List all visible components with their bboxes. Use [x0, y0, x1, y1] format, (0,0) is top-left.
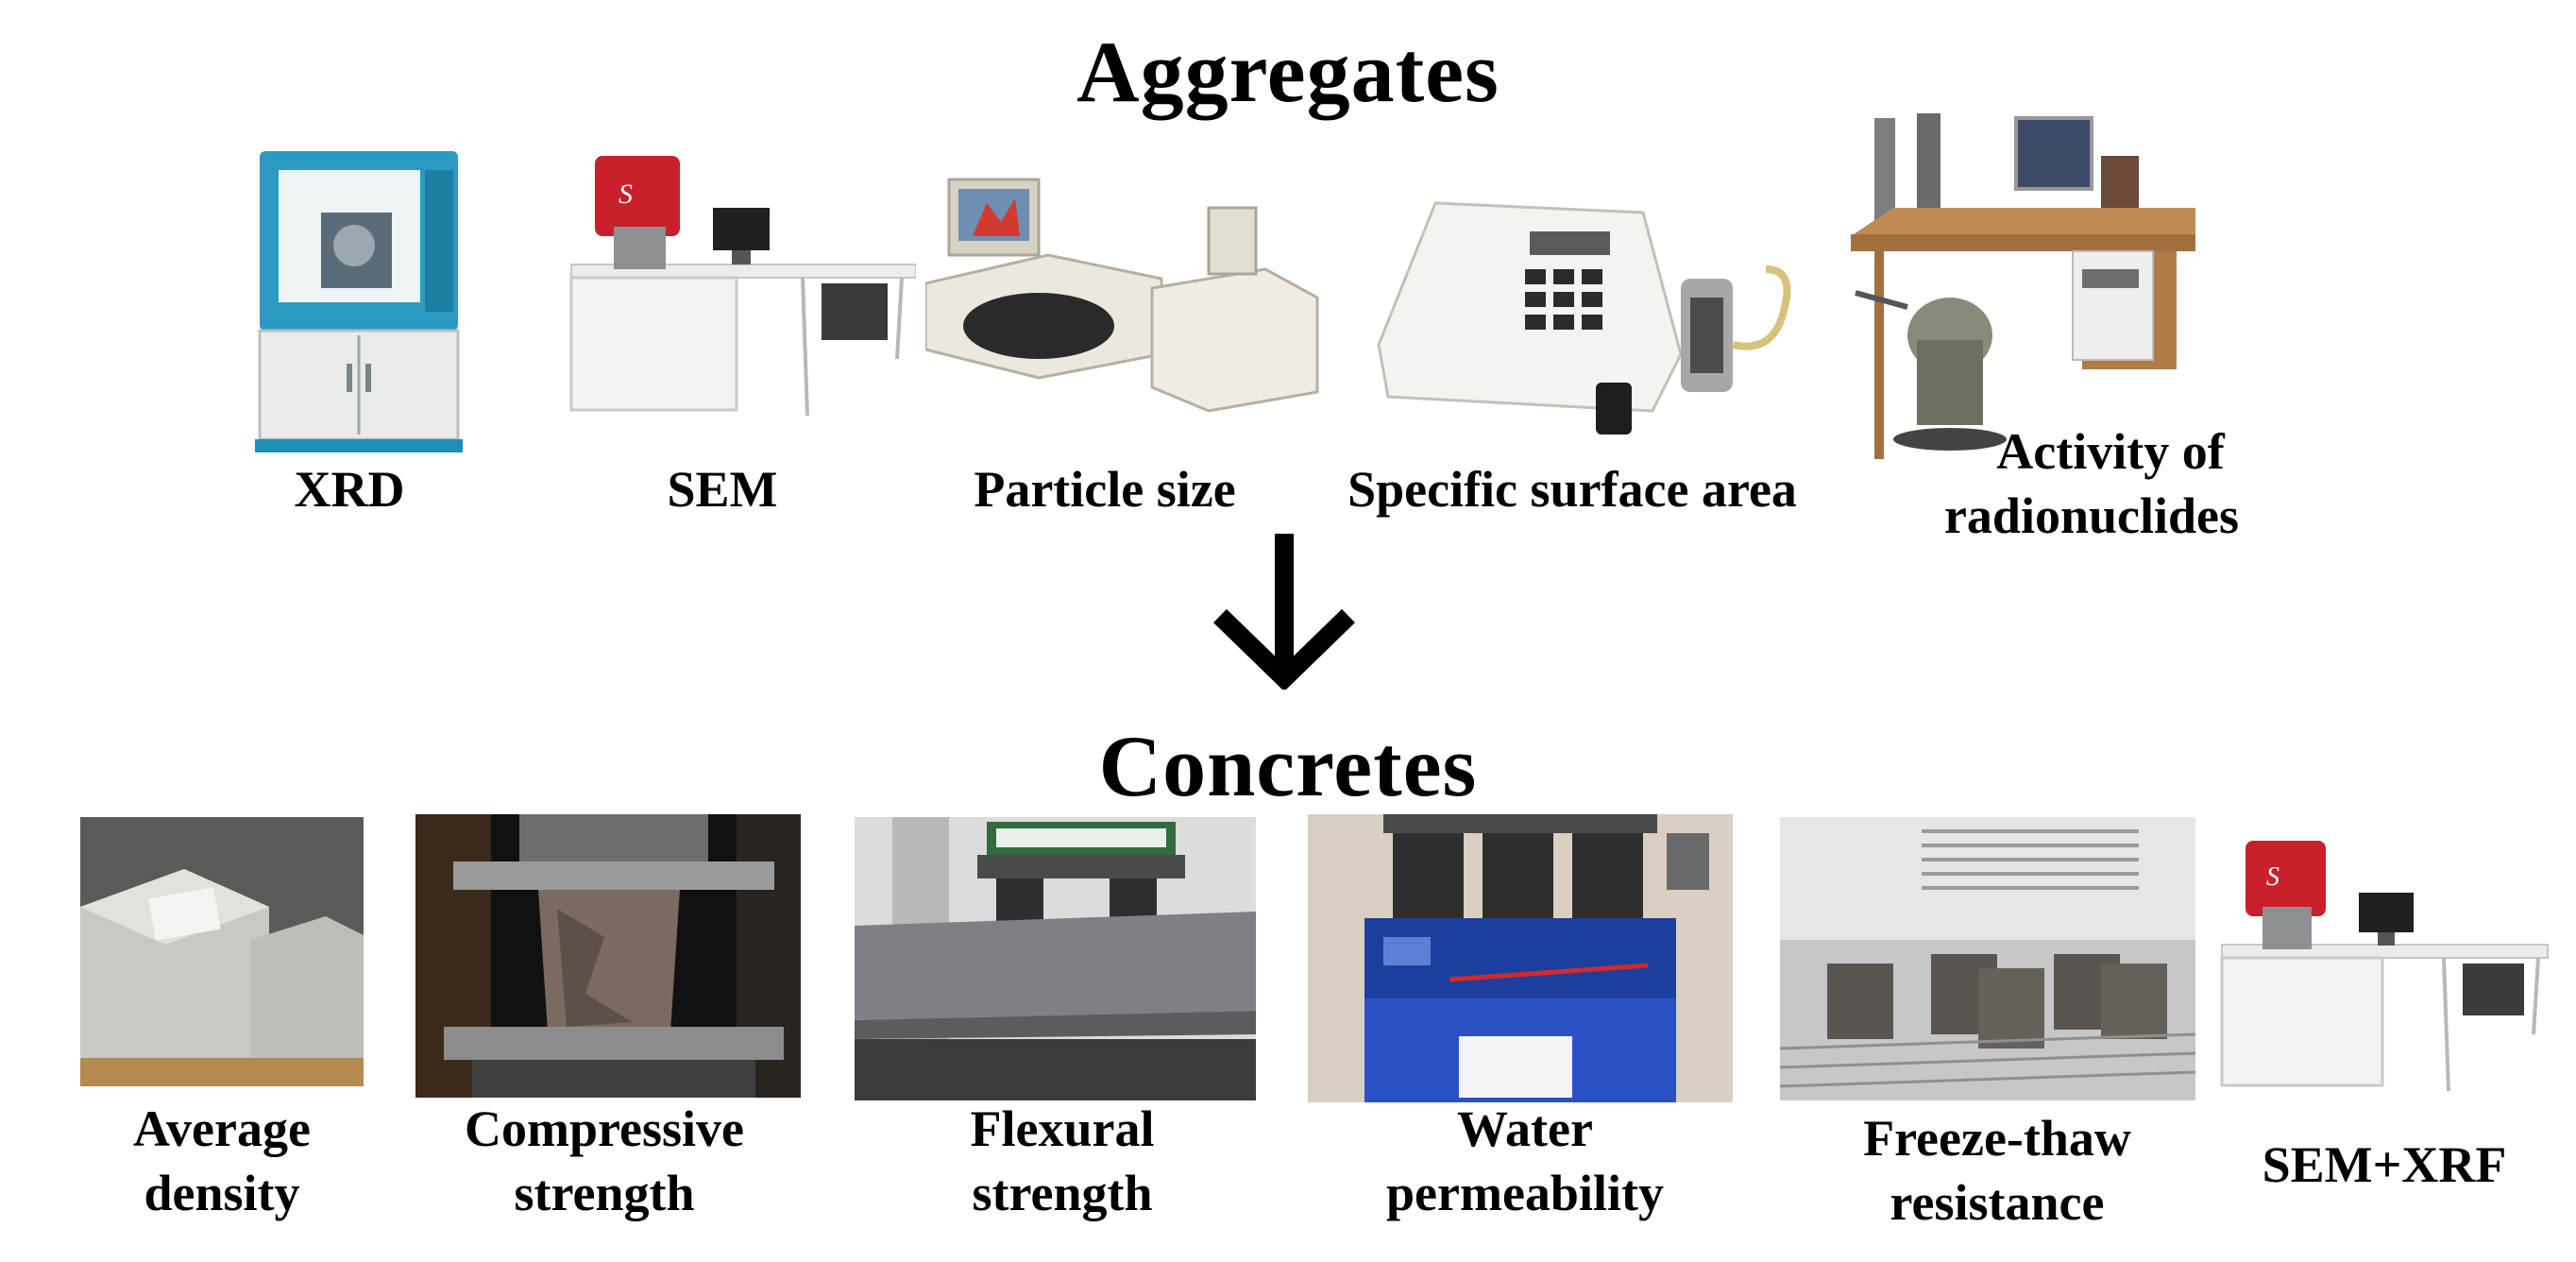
sem-microscope-icon: S [2217, 827, 2552, 1110]
surface-area-analyzer-icon [1369, 194, 1813, 444]
sem-microscope-icon: S [567, 142, 916, 425]
label-sem-xrf: SEM+XRF [2262, 1136, 2507, 1193]
water-permeability-apparatus-photo [1308, 814, 1733, 1102]
label-water-line2: permeability [1386, 1165, 1664, 1221]
svg-text:S: S [619, 179, 633, 210]
flexural-test-photo [855, 817, 1256, 1100]
concretes-title: Concretes [1098, 718, 1478, 814]
concrete-cubes-photo [80, 817, 364, 1086]
label-compressive-line2: strength [514, 1165, 695, 1221]
label-average-line2: density [144, 1165, 300, 1221]
label-water-line1: Water [1457, 1100, 1593, 1157]
label-freeze-line1: Freeze-thaw [1863, 1110, 2131, 1167]
aggregates-title: Aggregates [1076, 24, 1500, 120]
label-specific-surface-area: Specific surface area [1347, 461, 1797, 518]
label-compressive-line1: Compressive [465, 1100, 744, 1157]
xrd-diffractometer-icon [241, 132, 477, 458]
freeze-chamber-photo [1780, 817, 2195, 1100]
label-average-line1: Average [133, 1100, 311, 1157]
label-flexural-line1: Flexural [970, 1100, 1155, 1157]
label-freeze-line2: resistance [1890, 1174, 2105, 1231]
label-particle-size: Particle size [974, 461, 1236, 518]
particle-size-analyzer-icon [925, 175, 1322, 416]
svg-text:S: S [2266, 862, 2279, 892]
down-arrow-icon [1209, 529, 1360, 690]
label-activity-line1: Activity of [1996, 423, 2225, 480]
label-flexural-line2: strength [972, 1165, 1153, 1221]
label-xrd: XRD [294, 461, 405, 518]
radiometer-workstation-icon [1846, 113, 2224, 472]
label-sem: SEM [667, 461, 778, 518]
label-activity-line2: radionuclides [1943, 487, 2240, 544]
compression-press-photo [415, 814, 801, 1098]
